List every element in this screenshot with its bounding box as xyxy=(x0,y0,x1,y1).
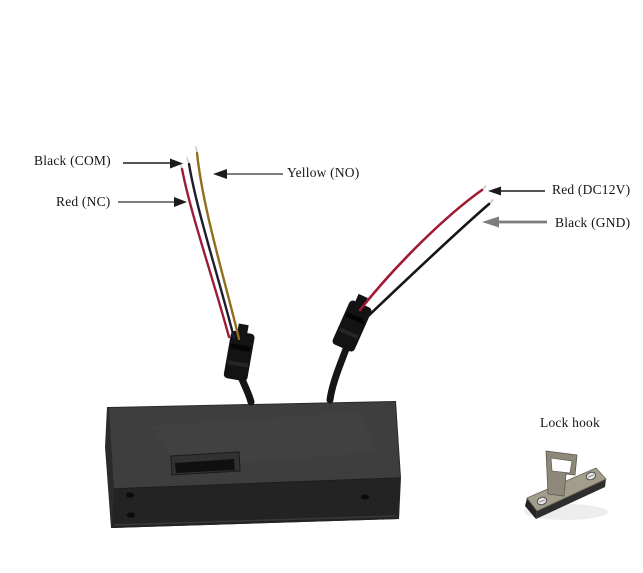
label-black-gnd: Black (GND) xyxy=(555,215,631,230)
mounting-hole xyxy=(361,494,369,500)
lock-body-front-face xyxy=(112,478,400,528)
label-black-com: Black (COM) xyxy=(34,153,111,168)
mounting-hole xyxy=(125,492,135,498)
arrow-black-com xyxy=(123,158,183,169)
wire-red-nc xyxy=(180,167,231,339)
screw-hole-right xyxy=(585,471,597,481)
wire-black-gnd xyxy=(362,202,491,322)
wire-yellow-no xyxy=(195,151,241,341)
right-connector xyxy=(332,293,372,352)
lock-body xyxy=(105,401,401,528)
arrow-yellow-no xyxy=(213,169,283,179)
label-red-dc12v: Red (DC12V) xyxy=(552,182,631,197)
label-lock-hook: Lock hook xyxy=(540,415,600,430)
hook-plate-left-edge xyxy=(525,498,537,519)
arrowhead-right xyxy=(170,158,183,169)
right-wire-bundle xyxy=(358,185,494,322)
arrowhead-left xyxy=(213,169,227,179)
arrow-black-gnd xyxy=(482,216,547,228)
arrowhead-left xyxy=(488,186,501,196)
arrowhead-left xyxy=(482,216,499,228)
arrow-red-dc12v xyxy=(488,186,545,196)
mounting-hole xyxy=(126,512,136,518)
label-red-nc: Red (NC) xyxy=(56,194,111,209)
left-connector xyxy=(223,323,255,382)
lock-slot-opening xyxy=(175,459,235,473)
right-cable xyxy=(326,340,352,404)
wire-black-com xyxy=(187,162,236,340)
wire-red-dc12v xyxy=(358,188,484,312)
lock-hook-part xyxy=(524,450,608,520)
hook-tab-opening xyxy=(550,457,573,474)
hook-plate-front-edge xyxy=(536,479,606,519)
lock-body-bottom-highlight xyxy=(113,515,398,526)
arrow-red-nc xyxy=(118,197,187,207)
arrowhead-right xyxy=(174,197,187,207)
label-yellow-no: Yellow (NO) xyxy=(287,165,360,180)
left-wire-bundle xyxy=(179,146,241,341)
screw-hole-left xyxy=(536,496,548,506)
